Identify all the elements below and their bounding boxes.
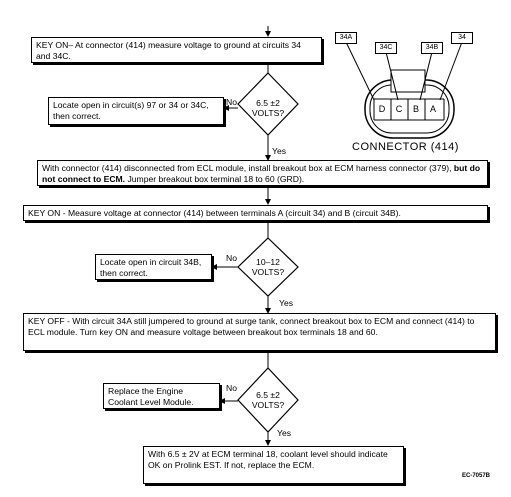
decision-1-yes-label: Yes bbox=[272, 146, 287, 156]
decision-diamond-2 bbox=[237, 237, 299, 297]
step-3-text: KEY ON - Measure voltage at connector (4… bbox=[28, 208, 401, 218]
step-3-box: KEY ON - Measure voltage at connector (4… bbox=[23, 205, 488, 221]
step-5-box: With 6.5 ± 2V at ECM terminal 18, coolan… bbox=[143, 446, 404, 484]
connector-tag-34a: 34A bbox=[335, 32, 357, 44]
figure-code: EC-7057B bbox=[462, 473, 491, 479]
connector-title: CONNECTOR (414) bbox=[352, 141, 459, 153]
no-branch-1-box: Locate open in circuit(s) 97 or 34 or 34… bbox=[48, 97, 224, 125]
step-2-text-a: With connector (414) disconnected from E… bbox=[42, 163, 454, 173]
decision-2-text: 10–12 VOLTS? bbox=[251, 257, 285, 277]
step-2-text-c: Jumper breakout box terminal 18 to 60 (G… bbox=[125, 174, 305, 184]
connector-pin-c: C bbox=[395, 104, 403, 114]
connector-tag-34: 34 bbox=[451, 32, 473, 44]
connector-tag-34c: 34C bbox=[375, 42, 397, 54]
decision-3-yes-label: Yes bbox=[277, 428, 292, 438]
no-branch-2-box: Locate open in circuit 34B, then correct… bbox=[95, 254, 212, 280]
decision-1-no-label: No bbox=[226, 97, 237, 107]
step-1-box: KEY ON– At connector (414) measure volta… bbox=[31, 37, 322, 63]
step-4-box: KEY OFF - With circuit 34A still jumpere… bbox=[23, 313, 496, 351]
step-2-box: With connector (414) disconnected from E… bbox=[37, 160, 488, 186]
step-1-text: KEY ON– At connector (414) measure volta… bbox=[36, 40, 301, 61]
decision-3-no-label: No bbox=[226, 383, 237, 393]
step-4-text: KEY OFF - With circuit 34A still jumpere… bbox=[28, 316, 475, 337]
connector-pin-a: A bbox=[429, 104, 436, 114]
no-branch-3-text: Replace the Engine Coolant Level Module. bbox=[108, 386, 194, 407]
decision-diamond-3 bbox=[237, 367, 299, 433]
decision-3-text: 6.5 ±2 VOLTS? bbox=[251, 390, 285, 410]
decision-1-text: 6.5 ±2 VOLTS? bbox=[251, 98, 285, 118]
no-branch-3-box: Replace the Engine Coolant Level Module. bbox=[103, 383, 220, 409]
connector-tag-34b: 34B bbox=[421, 42, 443, 54]
decision-2-yes-label: Yes bbox=[279, 298, 294, 308]
no-branch-2-text: Locate open in circuit 34B, then correct… bbox=[100, 257, 202, 278]
decision-2-no-label: No bbox=[226, 253, 237, 263]
no-branch-1-text: Locate open in circuit(s) 97 or 34 or 34… bbox=[53, 100, 209, 121]
connector-pin-b: B bbox=[412, 104, 419, 114]
connector-414-drawing bbox=[345, 41, 463, 139]
step-5-text: With 6.5 ± 2V at ECM terminal 18, coolan… bbox=[148, 449, 388, 470]
step-2-text-bold: but do not connect to ECM. bbox=[42, 163, 481, 184]
connector-pin-d: D bbox=[378, 104, 386, 114]
decision-diamond-1 bbox=[237, 72, 299, 136]
